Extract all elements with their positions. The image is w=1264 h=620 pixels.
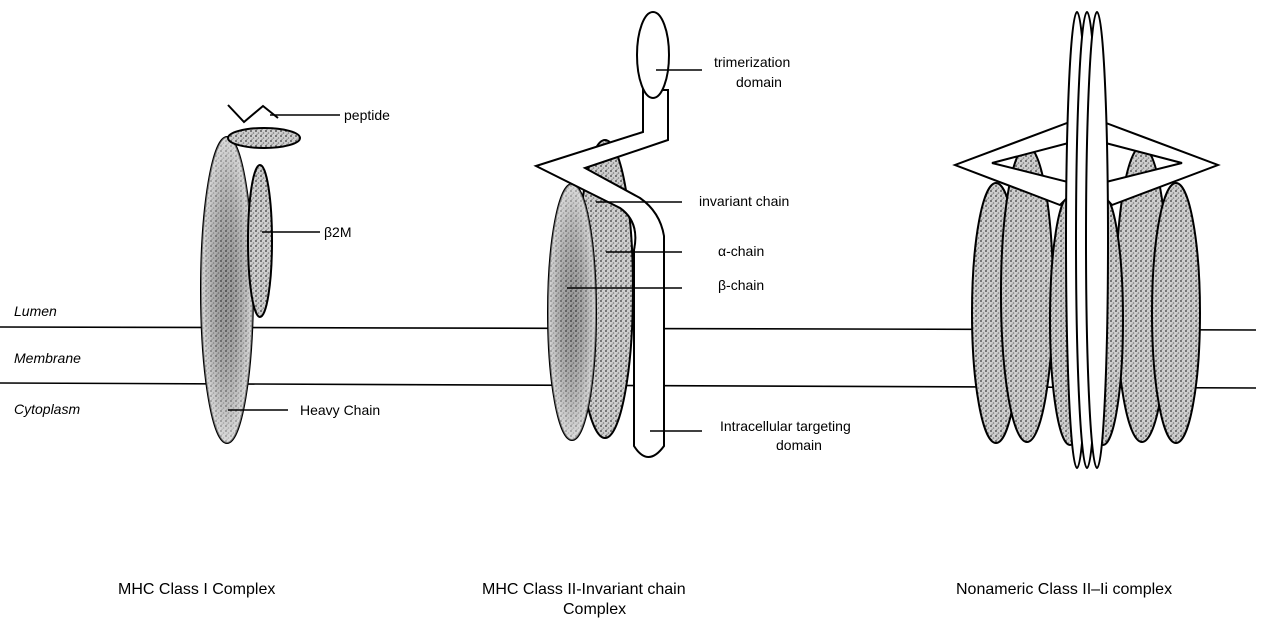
- class1-caption: MHC Class I Complex: [118, 581, 275, 598]
- trimerization-label-line2: domain: [736, 74, 782, 90]
- trimerization-domain-shape: [637, 12, 669, 98]
- mhc-class-2-invariant-complex: [536, 12, 702, 457]
- beta-chain-label: β-chain: [718, 277, 764, 293]
- peptide-shape: [228, 105, 278, 122]
- mhc-class-1-complex: [201, 105, 340, 443]
- nonameric-complex: [955, 12, 1218, 468]
- cytoplasm-label: Cytoplasm: [14, 401, 80, 417]
- peptide-label: peptide: [344, 107, 390, 123]
- trimerization-label-line1: trimerization: [714, 54, 790, 70]
- lumen-label: Lumen: [14, 303, 57, 319]
- heavy-chain-label: Heavy Chain: [300, 402, 380, 418]
- b2m-label: β2M: [324, 224, 352, 240]
- heavy-chain-shading: [201, 137, 253, 443]
- heavy-chain-head-shape: [228, 128, 300, 148]
- membrane-label: Membrane: [14, 350, 81, 366]
- beta-chain-shading: [548, 184, 596, 440]
- targeting-label-line2: domain: [776, 437, 822, 453]
- nonameric-caption: Nonameric Class II–Ii complex: [956, 581, 1172, 598]
- b2m-shape: [248, 165, 272, 317]
- targeting-label-line1: Intracellular targeting: [720, 418, 851, 434]
- nonameric-outer-right-chain: [1152, 183, 1200, 443]
- class2-caption-line2: Complex: [563, 601, 626, 618]
- alpha-chain-label: α-chain: [718, 243, 764, 259]
- class2-caption-line1: MHC Class II-Invariant chain: [482, 581, 686, 598]
- invariant-chain-label: invariant chain: [699, 193, 789, 209]
- nonameric-center-stalk-right: [1086, 12, 1108, 468]
